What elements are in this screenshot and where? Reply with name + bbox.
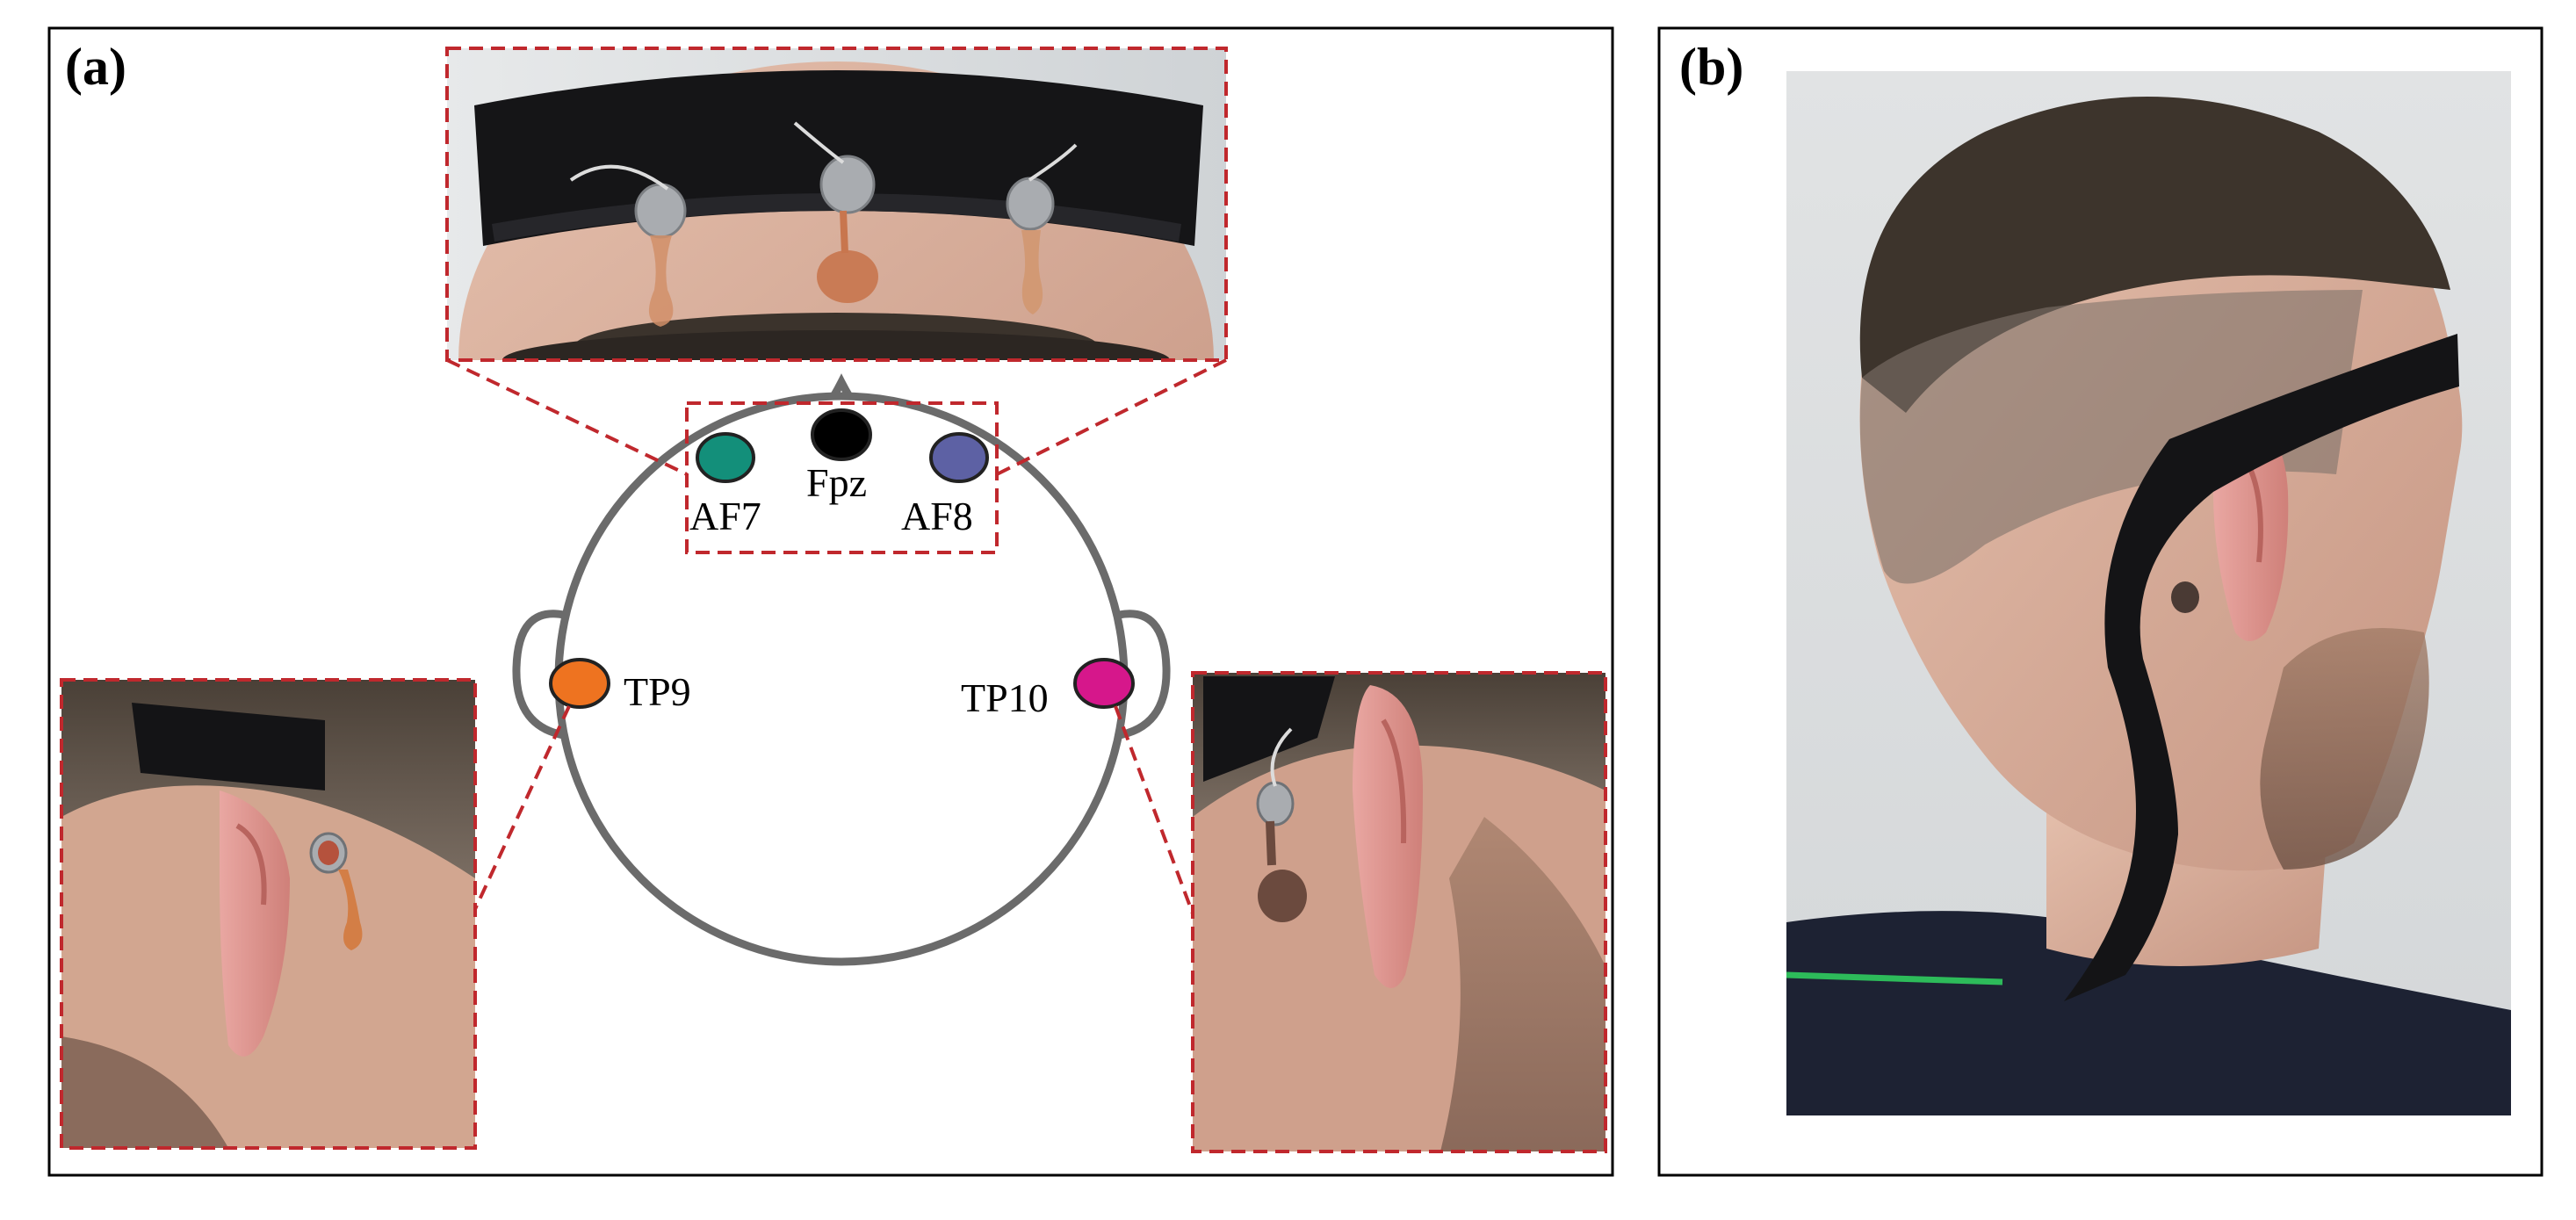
forehead-callout-box (445, 47, 1228, 362)
forehead-connector-left (446, 358, 688, 476)
right-ear-connector (1114, 705, 1194, 914)
right-ear-outline (1113, 610, 1171, 740)
electrode-fpz-marker (811, 408, 872, 461)
forehead-electrodes-photo (447, 48, 1226, 360)
electrode-tp9-marker (549, 658, 610, 709)
panel-b: (b) (1657, 26, 2544, 1177)
electrode-af7-marker (696, 432, 755, 483)
electrode-af8-label: AF8 (901, 494, 973, 538)
left-ear-outline (512, 610, 570, 740)
electrode-tp10-label: TP10 (961, 675, 1049, 720)
frontal-electrodes-callout-box (685, 401, 999, 554)
electrode-af7-label: AF7 (689, 494, 761, 538)
panel-b-label: (b) (1679, 38, 1743, 96)
panel-a: (a) (47, 26, 1614, 1177)
panel-a-label: (a) (65, 38, 126, 96)
head-diagram: AF7 Fpz AF8 TP9 TP10 (512, 373, 1171, 966)
left-ear-electrode-photo (61, 680, 475, 1148)
side-view-headband-photo (1786, 71, 2511, 1115)
electrode-fpz-label: Fpz (806, 460, 867, 505)
electrode-af8-marker (929, 432, 989, 483)
left-ear-callout-box (60, 678, 477, 1150)
left-ear-connector (473, 705, 571, 910)
electrode-tp9-label: TP9 (624, 669, 691, 714)
electrode-tp10-marker (1073, 658, 1135, 709)
right-ear-electrode-photo (1193, 673, 1605, 1151)
